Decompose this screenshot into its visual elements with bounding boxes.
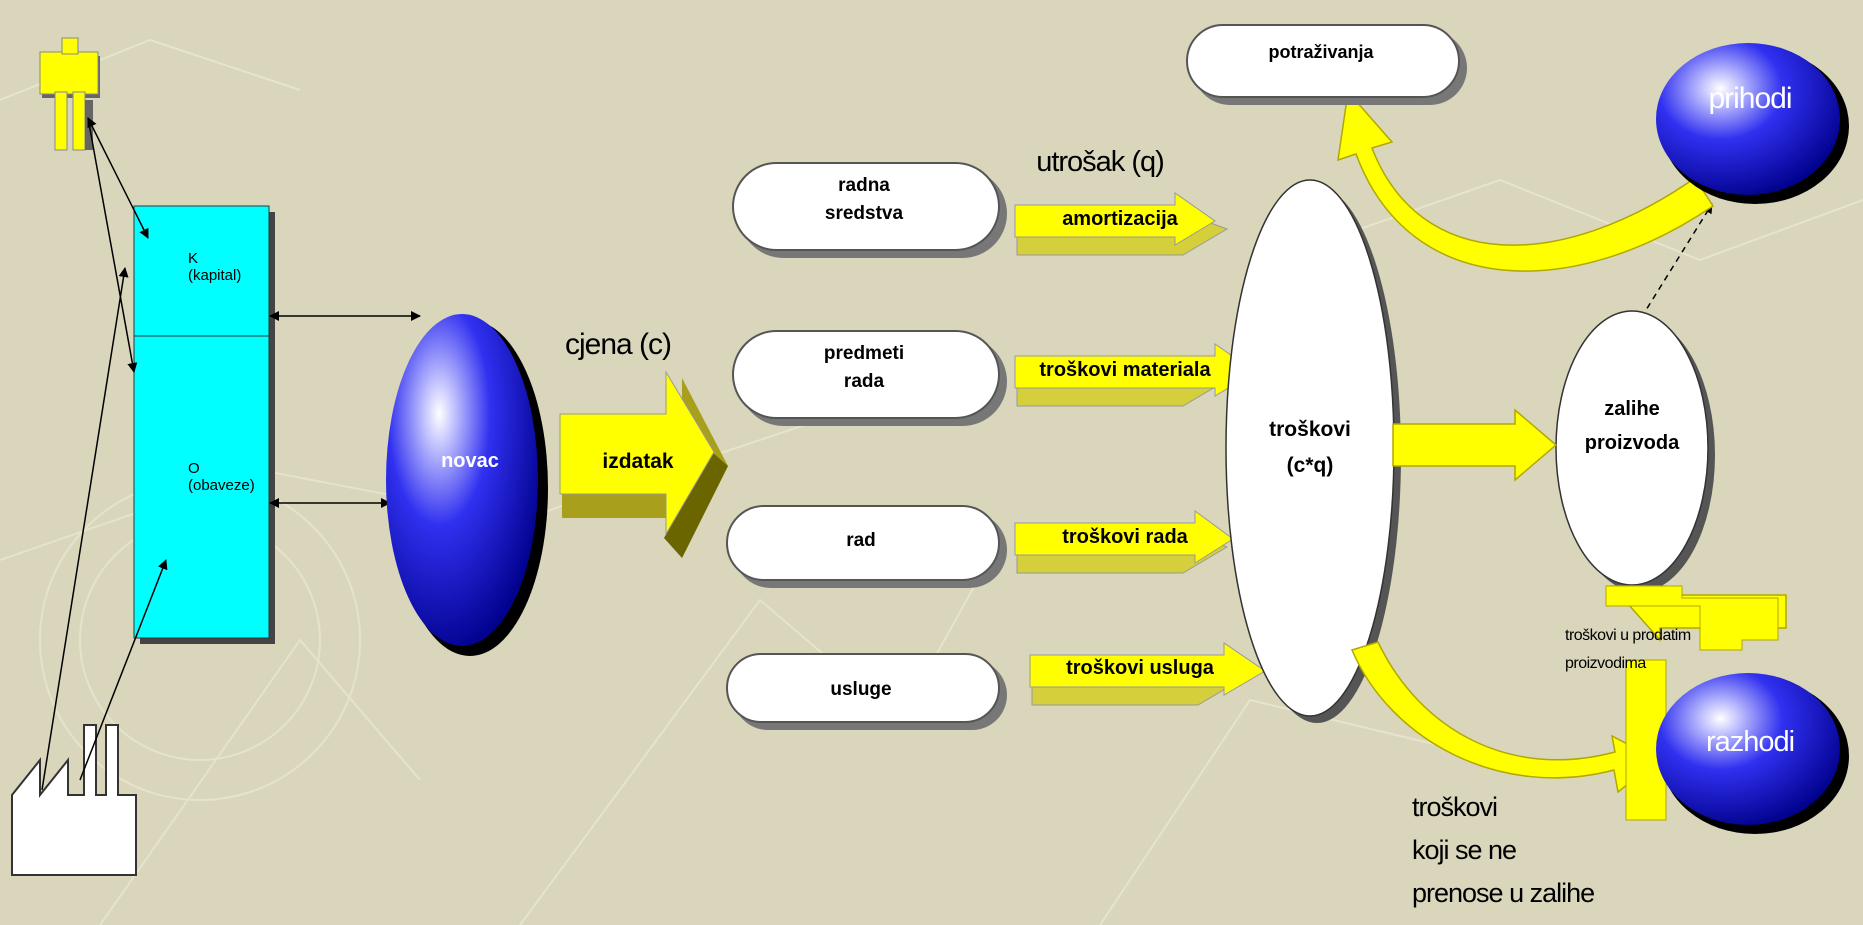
connector-lines [41,117,1713,791]
input-box-radna-sredstva [732,162,1000,251]
input-label-usluge: usluge [830,679,892,700]
money-label: novac [441,450,499,472]
inventory-ellipse [1555,310,1715,592]
costs-ellipse [1225,179,1401,723]
liabilities-label: O(obaveze) [188,460,255,494]
expense-label: izdatak [602,450,674,473]
balance-box [133,205,275,644]
receivables-box [1186,24,1460,98]
revenue-label: prihodi [1708,82,1792,115]
costs-label: troškovi(c*q) [1269,418,1351,477]
input-box-predmeti-rada [732,330,1000,419]
expense-arrow [559,370,728,558]
cost-arrow-label-materiala: troškovi materiala [1039,359,1211,381]
receivables-label: potraživanja [1268,42,1374,62]
sold-costs-arrow [1605,585,1779,821]
expenditure-label: razhodi [1705,726,1795,758]
money-sphere [386,314,548,656]
cost-arrows-graphics [1014,192,1266,706]
revenue-sphere [1656,43,1849,204]
cost-arrow-label-usluga: troškovi usluga [1066,657,1214,679]
input-box-rad [726,505,1000,581]
price-label: cjena (c) [564,328,672,361]
usage-label: utrošak (q) [1036,146,1165,178]
capital-label: K(kapital) [188,250,242,284]
cost-arrow-label-amortizacija: amortizacija [1062,208,1178,230]
factory-icon [11,724,137,876]
input-label-rad: rad [846,530,876,551]
expenditure-sphere [1656,673,1849,834]
cost-arrow-label-rada: troškovi rada [1062,526,1188,548]
input-box-usluge [726,653,1000,723]
person-icon [39,37,100,151]
